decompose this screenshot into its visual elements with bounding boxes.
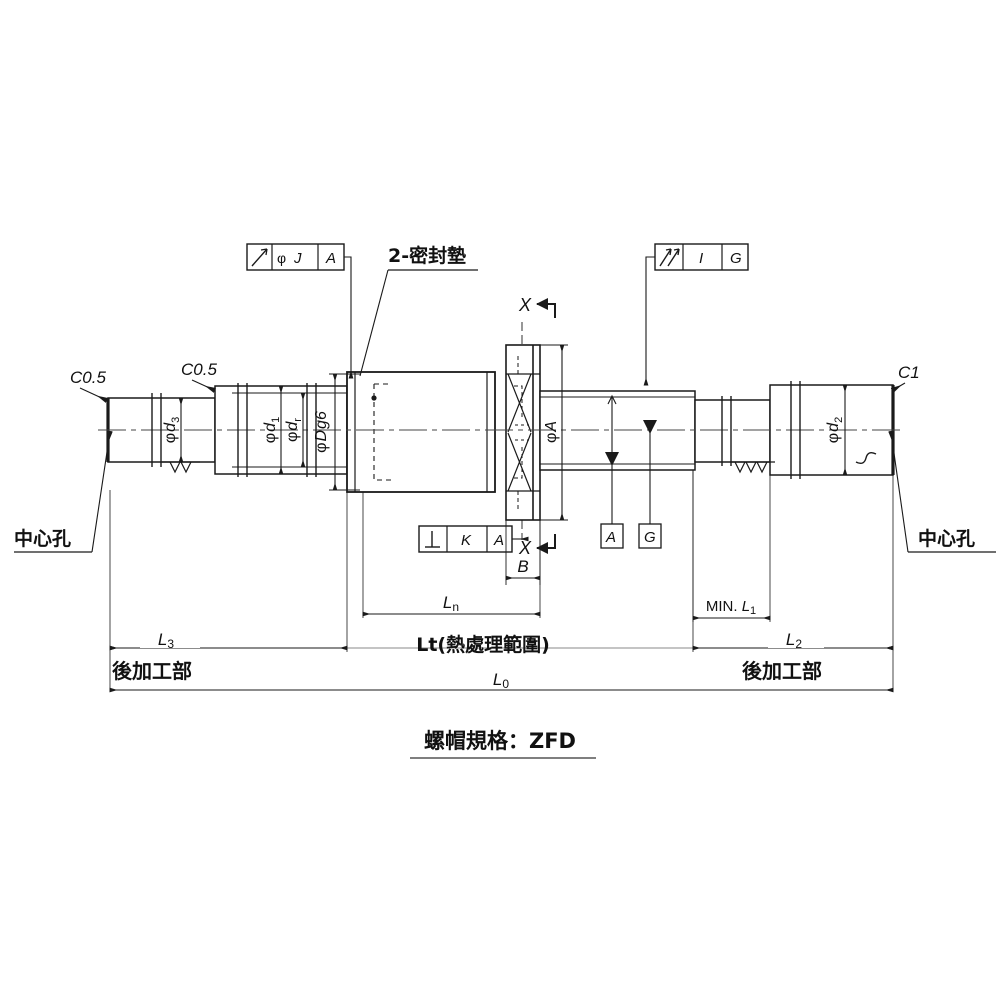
section-x-top-label: X [518, 295, 532, 315]
retaining-collar [505, 344, 541, 521]
note-center-hole-right-text: 中心孔 [918, 527, 975, 550]
zone-left: 後加工部 [112, 659, 192, 683]
fcf-right-leader [643, 256, 655, 386]
chamfer-left-end: C0.5 [70, 368, 109, 403]
dim-L1-label: MIN. L1 [706, 598, 756, 617]
dim-L2: L2 [692, 475, 894, 690]
dim-Dg6-label: φDg6 [313, 411, 330, 453]
dim-L3-label: L3 [158, 630, 174, 651]
dim-Lt-label: Lt(熱處理範圍) [416, 633, 550, 656]
shaft-section-step-right [694, 399, 771, 463]
fcf-left-diameter: φ [277, 250, 286, 266]
zone-left-text: 後加工部 [112, 659, 192, 683]
dim-Ln-label: Ln [443, 593, 459, 614]
dim-L0: L0 [109, 670, 894, 693]
zone-right: 後加工部 [742, 659, 822, 683]
dim-A-label: φA [543, 421, 560, 443]
section-x-bottom: X [518, 520, 556, 558]
fcf-right-tolerance: I [699, 250, 703, 267]
dim-d1: φd1 [262, 385, 284, 475]
perpendicularity-icon [425, 531, 440, 548]
dim-Dg6: φDg6 [313, 373, 360, 491]
datum-a-label: A [605, 529, 616, 546]
caption: 螺帽規格：ZFD [410, 729, 596, 759]
dim-dr: φdr [284, 392, 306, 468]
shaft-assembly [98, 344, 905, 521]
datum-g-triangle [643, 420, 657, 434]
dim-d3: φd3 [162, 397, 184, 463]
dim-A: φA [540, 344, 568, 521]
chamfer-left-end-text: C0.5 [70, 368, 106, 387]
fcf-bottom-datum: A [493, 532, 504, 549]
note-center-hole-left: 中心孔 [14, 430, 113, 553]
fcf-bottom-tolerance: K [461, 532, 472, 549]
dim-L0-label: L0 [493, 670, 509, 691]
section-x-top: X [518, 295, 556, 348]
note-center-hole-left-text: 中心孔 [14, 527, 71, 550]
fcf-left-leader [344, 256, 354, 379]
dim-d2-label: φd2 [825, 417, 845, 443]
datum-a[interactable]: A [600, 394, 624, 549]
chamfer-left-step-text: C0.5 [181, 360, 217, 379]
circular-runout-icon [251, 248, 268, 267]
note-seal: 2-密封墊 [359, 244, 478, 377]
dim-d1-label: φd1 [262, 417, 282, 443]
datum-g[interactable]: G [638, 420, 662, 549]
note-seal-text: 2-密封墊 [388, 244, 466, 267]
fcf-right-datum: G [730, 250, 742, 267]
dim-d2: φd2 [825, 384, 848, 476]
dim-L3: L3 [109, 490, 348, 690]
dim-dr-label: φdr [284, 418, 304, 442]
chamfer-left-step: C0.5 [181, 360, 217, 393]
dim-B-label: B [517, 557, 528, 576]
chamfer-right-end-text: C1 [898, 363, 920, 382]
fcf-right[interactable]: I G [643, 243, 749, 386]
break-marks [151, 381, 801, 479]
datum-g-label: G [644, 529, 656, 546]
finish-right [730, 461, 775, 474]
dim-L2-label: L2 [786, 630, 802, 651]
section-x-bottom-label: X [518, 538, 532, 558]
fcf-left-datum: A [325, 250, 336, 267]
caption-text: 螺帽規格：ZFD [424, 729, 576, 753]
total-runout-icon [659, 248, 680, 267]
fcf-left-tolerance: J [293, 250, 302, 267]
note-center-hole-right: 中心孔 [888, 430, 996, 553]
dim-L1: MIN. L1 [692, 470, 771, 622]
dim-d3-label: φd3 [162, 417, 182, 443]
zone-right-text: 後加工部 [742, 659, 822, 683]
fcf-left[interactable]: φ J A [246, 243, 354, 379]
dim-Ln: Ln [362, 492, 541, 618]
fcf-bottom[interactable]: K A [418, 525, 529, 553]
datum-a-triangle [605, 452, 619, 466]
chamfer-right-end: C1 [890, 363, 920, 393]
ball-nut-body [346, 371, 496, 493]
